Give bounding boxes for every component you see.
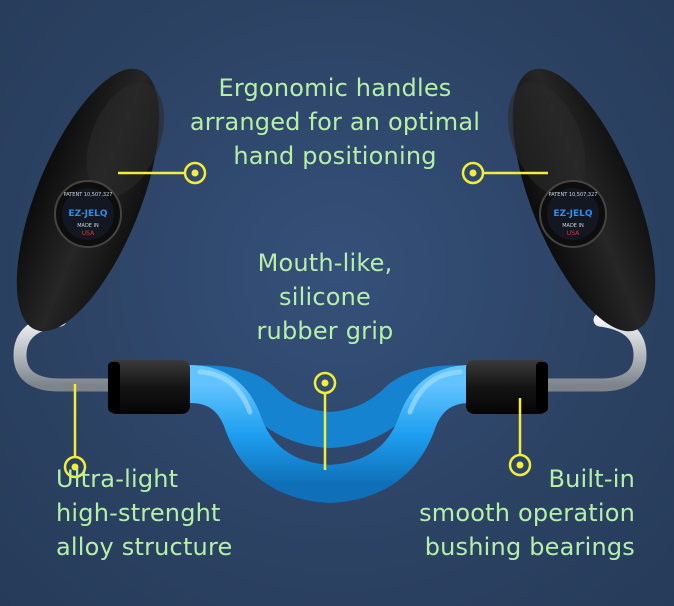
right-badge-country: USA <box>567 230 580 237</box>
left-badge-country: USA <box>82 230 95 237</box>
right-bearing-sleeve <box>466 360 548 414</box>
right-badge-brand: EZ-JELQ <box>553 209 592 219</box>
right-badge-made-in: MADE IN <box>562 223 584 229</box>
callout-bearings: Built-in smooth operation bushing bearin… <box>419 465 635 561</box>
callout-marker-grip <box>313 371 337 395</box>
silicone-grip <box>171 365 489 504</box>
right-badge <box>539 180 607 248</box>
left-badge-made-in: MADE IN <box>77 223 99 229</box>
callout-marker-alloy <box>63 455 87 479</box>
callout-marker-handles-right <box>461 161 485 185</box>
left-badge-brand: EZ-JELQ <box>68 209 107 219</box>
left-badge-patent: PATENT 10,507,327 <box>64 192 113 198</box>
left-bearing-sleeve <box>108 360 190 414</box>
callout-alloy: Ultra-light high-strenght alloy structur… <box>56 465 233 561</box>
callout-marker-handles-left <box>183 161 207 185</box>
callout-marker-bearings <box>508 453 532 477</box>
left-alloy-rod <box>13 313 127 392</box>
callout-grip: Mouth-like, silicone rubber grip <box>256 249 394 345</box>
left-badge <box>54 180 122 248</box>
callout-handles: Ergonomic handles arranged for an optima… <box>189 74 481 170</box>
right-badge-patent: PATENT 10,507,327 <box>549 192 598 198</box>
